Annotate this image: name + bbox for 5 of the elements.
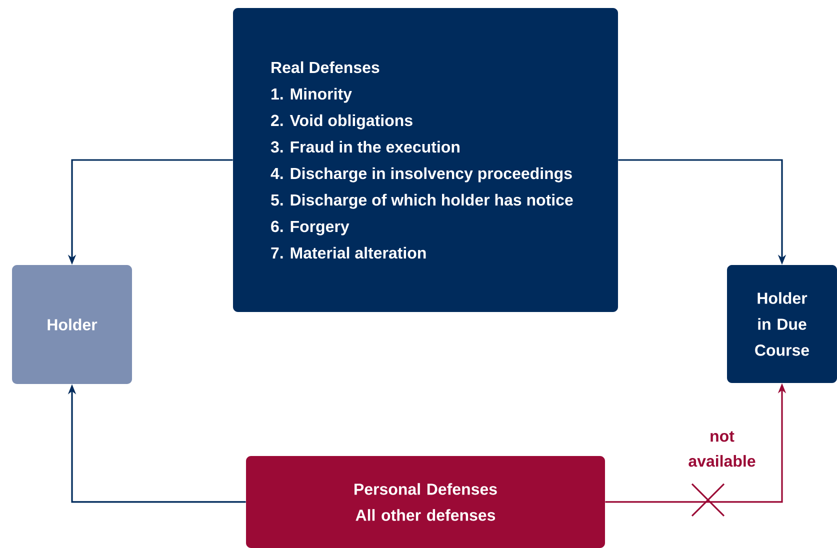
holder-box: Holder in Due Course: [727, 265, 837, 383]
defense-list-box: Real Defenses 1. Minority 2. Void obligations 3. Fraud in the execution 4. Discharge in insolvency proceedings 5. Discharge of which holder has notice 6. Forgery 7. Material alteration: [233, 8, 618, 312]
edge-label: not available: [681, 430, 763, 468]
holder-box: Holder: [12, 265, 132, 384]
defense-box: Personal Defenses All other defenses: [246, 456, 605, 548]
